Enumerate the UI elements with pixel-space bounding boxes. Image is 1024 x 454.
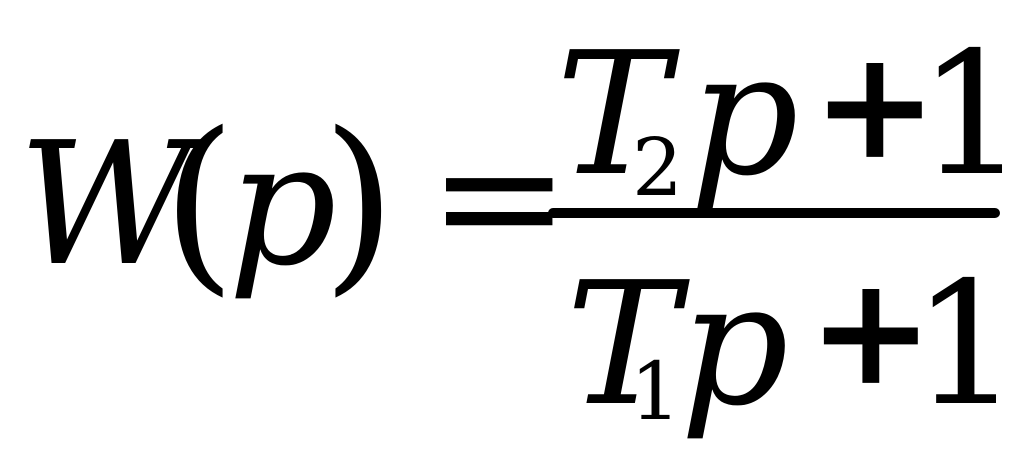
numerator-time-constant: T <box>556 16 670 214</box>
numerator-plus-sign: + <box>812 17 938 193</box>
close-parenthesis: ) <box>322 92 397 313</box>
function-symbol: W <box>18 106 193 304</box>
equals-sign: = <box>428 98 571 296</box>
denominator-variable: p <box>680 246 789 444</box>
denominator-subscript: 1 <box>630 345 681 438</box>
fraction-bar <box>548 208 1000 218</box>
numerator-variable: p <box>690 16 799 214</box>
argument-variable: p <box>228 106 337 304</box>
numerator-constant: 1 <box>918 16 1024 214</box>
numerator-subscript: 2 <box>632 121 683 214</box>
denominator-constant: 1 <box>912 246 1021 444</box>
denominator-time-constant: T <box>566 246 680 444</box>
denominator-plus-sign: + <box>808 243 934 419</box>
open-parenthesis: ( <box>162 92 237 313</box>
